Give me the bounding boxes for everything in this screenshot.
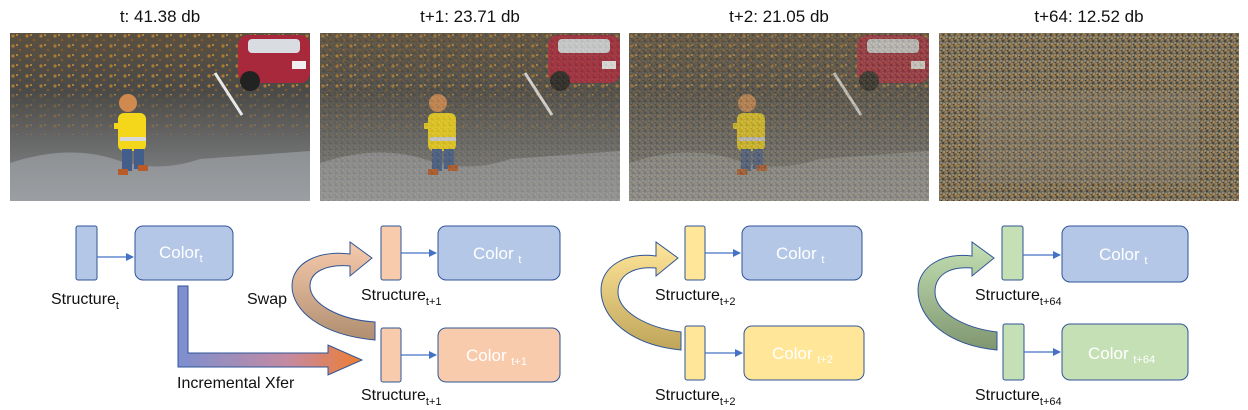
structure-block-t2-top (684, 225, 706, 281)
frame-title-t2: t+2: 21.05 db (729, 7, 829, 26)
structure-label-t64-bottom: Structuret+64 (975, 387, 1062, 408)
structure-block-t2-bottom (684, 325, 706, 381)
structure-block-t64-bottom (1002, 323, 1025, 381)
frame-title-t64: t+64: 12.52 db (1034, 7, 1144, 26)
swap-arrow (291, 241, 376, 341)
color-label-t2-top: Color t (776, 244, 824, 266)
color-label-t64-bottom: Color t+64 (1088, 344, 1155, 366)
color-label-t64-top: Color t (1099, 245, 1147, 267)
structure-label-t: Structuret (51, 291, 119, 312)
incremental-xfer-label: Incremental Xfer (177, 375, 295, 392)
structure-label-t2-bottom: Structuret+2 (655, 387, 736, 408)
structure-label-t1-bottom: Structuret+1 (361, 387, 442, 408)
color-block-t2-bottom (743, 325, 865, 381)
frame-title-t: t: 41.38 db (119, 7, 201, 26)
color-block-t64-top (1061, 225, 1189, 283)
swap-label: Swap (247, 291, 287, 308)
swap-arrow (917, 241, 998, 351)
color-block-t64-bottom (1061, 323, 1189, 381)
structure-label-t64-top: Structuret+64 (975, 287, 1062, 308)
frame-title-t1: t+1: 23.71 db (420, 7, 520, 26)
swap-arrow (600, 241, 682, 351)
frame-image-t (10, 33, 310, 201)
color-block-t1-bottom (437, 327, 561, 383)
structure-block-t64-top (1001, 225, 1024, 281)
frame-image-t64 (939, 33, 1239, 201)
structure-label-t1-top: Structuret+1 (361, 287, 442, 308)
incremental-xfer-arrow (177, 285, 364, 376)
structure-block-t1-top (380, 225, 402, 281)
structure-block-t1-bottom (380, 327, 402, 383)
color-block-t (134, 225, 234, 281)
color-block-t1-top (437, 225, 561, 281)
color-block-t2-top (741, 225, 863, 281)
frame-image-t2 (629, 33, 929, 201)
color-label-t2-bottom: Color t+2 (772, 344, 833, 366)
structure-label-t2-top: Structuret+2 (655, 287, 736, 308)
color-label-t1-bottom: Color t+1 (466, 346, 527, 368)
color-label-t1-top: Color t (473, 244, 521, 266)
frame-image-t1 (320, 33, 620, 201)
structure-block-t (75, 225, 98, 281)
color-label-t: Colort (159, 243, 203, 265)
